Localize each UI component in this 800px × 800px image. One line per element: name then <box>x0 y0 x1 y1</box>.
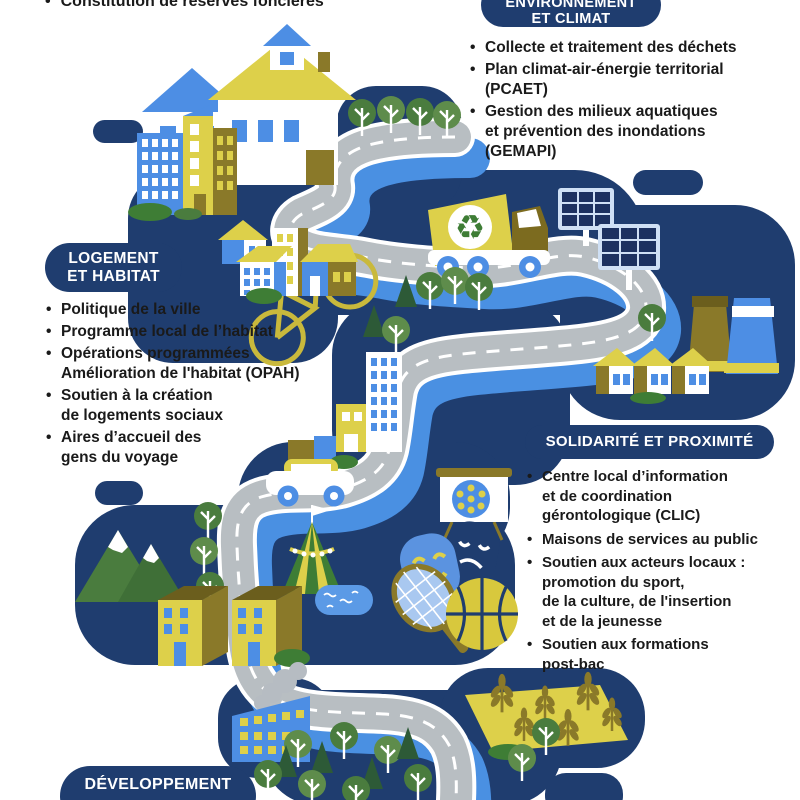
cinema-screen-icon <box>436 468 512 541</box>
bullet-list-logement: •Politique de la ville •Programme local d… <box>46 300 346 470</box>
bullet-dot: • <box>46 323 52 340</box>
partial-bullet-top: • Constitution de réserves foncières <box>45 0 445 11</box>
bullet-item: •Maisons de services au public <box>527 530 758 548</box>
bullet-dot: • <box>470 39 476 56</box>
bullet-dot: • <box>470 61 476 78</box>
bullet-dot: • <box>527 468 533 485</box>
floating-blob <box>95 481 143 505</box>
mountains-icon <box>75 530 186 602</box>
bullet-item: •Collecte et traitement des déchets <box>470 39 737 56</box>
bullet-dot: • <box>46 345 52 362</box>
floating-blob <box>633 170 703 195</box>
header-line: DÉVELOPPEMENT <box>84 776 232 793</box>
bullet-dot: • <box>46 429 52 446</box>
bullet-dot: • <box>46 301 52 318</box>
header-line: ENVIRONNEMENT <box>505 0 637 11</box>
solar-panel-icon <box>558 188 660 290</box>
section-header-developpement: DÉVELOPPEMENT <box>60 766 256 800</box>
floating-blob <box>93 120 143 143</box>
section-header-environnement: ENVIRONNEMENT ET CLIMAT <box>481 0 661 27</box>
header-line: LOGEMENT <box>68 250 159 267</box>
bullet-item: •Politique de la ville <box>46 301 201 318</box>
city-buildings-icon <box>128 104 237 221</box>
village-houses-icon <box>218 220 358 304</box>
header-line: SOLIDARITÉ ET PROXIMITÉ <box>545 433 754 450</box>
bullet-list-environnement: •Collecte et traitement des déchets •Plan… <box>470 38 800 164</box>
car-icon <box>266 459 354 507</box>
apartment-tower-icon <box>288 352 402 469</box>
pond-icon <box>315 585 373 615</box>
section-header-logement: LOGEMENT ET HABITAT <box>45 243 182 292</box>
recycling-truck-icon: ♻ <box>428 194 550 278</box>
header-line: ET CLIMAT <box>531 10 611 27</box>
header-line: ET HABITAT <box>67 268 160 285</box>
recycle-icon: ♻ <box>455 209 485 247</box>
yellow-buildings-icon <box>158 586 310 667</box>
bullet-text: Constitution de réserves foncières <box>60 0 324 10</box>
bullet-item: •Soutien aux acteurs locaux :promotion d… <box>527 554 746 630</box>
bullet-dot: • <box>45 0 51 10</box>
floating-blob <box>545 773 623 800</box>
circus-tent-icon <box>282 505 342 594</box>
bullet-dot: • <box>527 530 533 548</box>
bullet-dot: • <box>46 387 52 404</box>
bullet-dot: • <box>527 636 533 653</box>
basketball-icon <box>446 578 518 650</box>
bullet-dot: • <box>527 554 533 571</box>
houses-row-icon <box>593 348 713 404</box>
bullet-dot: • <box>470 103 476 120</box>
bullet-item: •Programme local de l’habitat <box>46 323 273 340</box>
bullet-item: •Plan climat-air-énergie territorial(PCA… <box>470 61 724 98</box>
section-header-solidarite: SOLIDARITÉ ET PROXIMITÉ <box>525 425 774 459</box>
